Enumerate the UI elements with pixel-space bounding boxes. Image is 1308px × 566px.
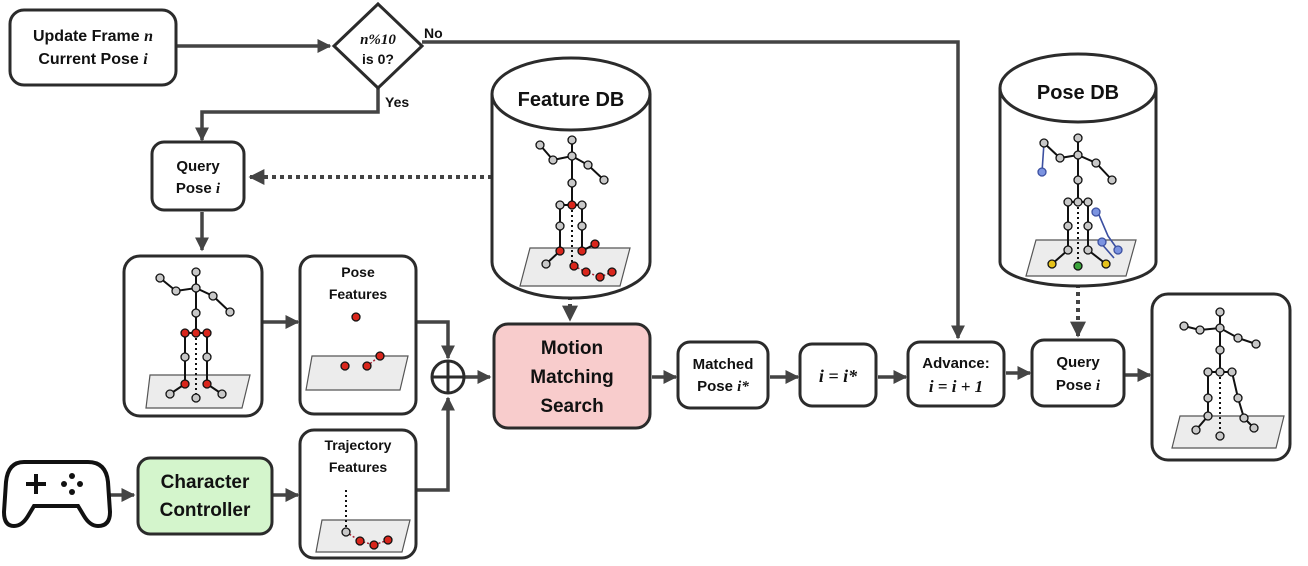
assign-node: i = i* [798, 342, 878, 408]
pose-db-node: Pose DB [998, 52, 1158, 288]
matched-pose-line2: Pose i* [697, 378, 749, 395]
character-controller-line2: Controller [160, 500, 251, 521]
query-pose-top-line2: Pose i [176, 180, 221, 197]
query-pose-right-line2: Pose i [1056, 377, 1101, 394]
circle-plus-icon [430, 359, 466, 395]
update-frame-line1: Update Frame n [33, 28, 153, 45]
motion-matching-line2: Matching [530, 367, 613, 388]
motion-matching-line3: Search [540, 396, 603, 417]
output-pose-node [1150, 292, 1292, 462]
pose-features-node: Pose Features [298, 254, 418, 416]
current-pose-node [122, 254, 264, 418]
query-pose-top-node: Query Pose i [150, 140, 246, 212]
trajectory-features-plot [315, 490, 411, 553]
gamepad-icon [1, 460, 113, 529]
update-frame-line2: Current Pose i [38, 51, 148, 68]
edges [104, 39, 1152, 502]
decision-yes-label: Yes [385, 94, 409, 110]
matched-pose-node: Matched Pose i* [676, 340, 770, 410]
advance-line1: Advance: [922, 355, 990, 372]
decision-node: n%10 is 0? No Yes [331, 1, 443, 110]
decision-line1: n%10 [360, 32, 396, 48]
trajectory-features-node: Trajectory Features [298, 428, 418, 560]
edge-posefeatures-to-sum [416, 320, 455, 360]
query-pose-right-node: Query Pose i [1030, 338, 1126, 408]
pose-features-line2: Features [329, 286, 388, 302]
pose-features-plot [305, 312, 409, 391]
query-pose-top-line1: Query [176, 158, 220, 175]
character-controller-node: Character Controller [136, 456, 274, 536]
decision-line2: is 0? [362, 51, 394, 67]
edge-trajectory-to-sum [416, 396, 455, 492]
motion-matching-node: Motion Matching Search [492, 322, 652, 430]
output-pose-skeleton [1171, 307, 1285, 449]
pose-db-title: Pose DB [1037, 82, 1119, 104]
character-controller-line1: Character [161, 472, 250, 493]
edge-no-to-advance [422, 40, 965, 340]
feature-db-node: Feature DB [490, 56, 652, 300]
query-pose-right-line1: Query [1056, 354, 1100, 371]
current-pose-skeleton [145, 267, 251, 409]
pose-db-skeleton [1025, 133, 1137, 277]
edge-yes-to-query [195, 86, 380, 142]
feature-db-skeleton [519, 135, 631, 287]
advance-node: Advance: i = i + 1 [906, 340, 1006, 408]
pose-features-line1: Pose [341, 264, 375, 280]
trajectory-features-line2: Features [329, 459, 388, 475]
matched-pose-line1: Matched [693, 356, 754, 373]
update-frame-node: Update Frame n Current Pose i [8, 8, 178, 87]
assign-text: i = i* [819, 366, 858, 386]
trajectory-features-line1: Trajectory [325, 437, 392, 453]
advance-line2: i = i + 1 [929, 377, 983, 396]
motion-matching-line1: Motion [541, 338, 603, 359]
feature-db-title: Feature DB [518, 89, 625, 111]
decision-no-label: No [424, 25, 443, 41]
